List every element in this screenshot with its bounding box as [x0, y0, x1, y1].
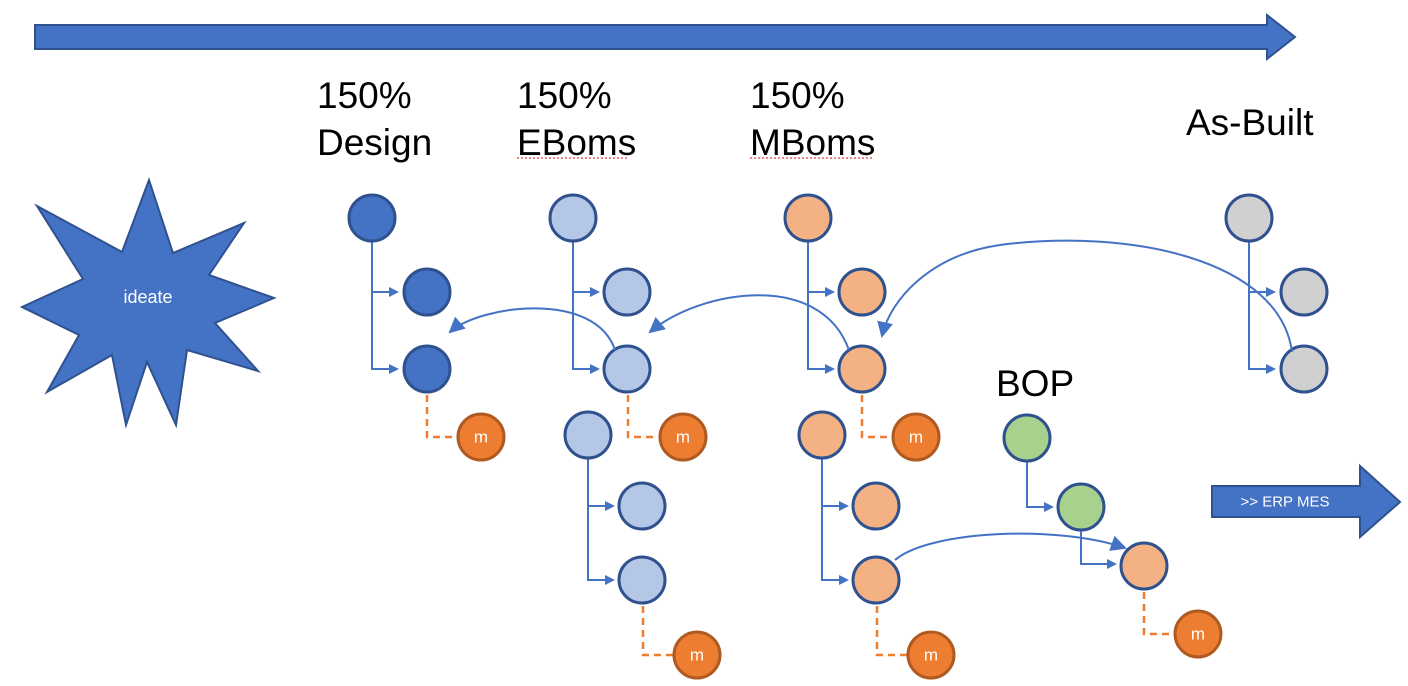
asbuilt-tree: [1224, 193, 1329, 394]
trace-arrow-ebom-to-design: [448, 307, 616, 351]
erp-mes-arrow: [1211, 463, 1402, 540]
eboms-title-line2: EBoms: [517, 122, 636, 163]
bop-title: BOP: [996, 363, 1074, 404]
material-label: m: [924, 646, 938, 665]
material-node: [891, 412, 941, 462]
mbom-root-node: [783, 193, 833, 243]
timeline-arrow: [34, 12, 1297, 62]
asbuilt-title: As-Built: [1186, 102, 1314, 143]
bop-child-node: [1056, 482, 1106, 532]
material-node: [658, 412, 708, 462]
ideate-label: ideate: [123, 287, 172, 307]
ideate-starburst: [19, 176, 277, 429]
bop-root-node: [1002, 413, 1052, 463]
design-title-line1: 150%: [317, 75, 412, 116]
mboms-title-line2: MBoms: [750, 122, 875, 163]
trace-arrow-mbom-to-bop: [894, 532, 1127, 561]
ebom-child-node: [617, 555, 667, 605]
ebom-root-node: [548, 193, 598, 243]
mbom-root-node: [797, 410, 847, 460]
design-tree: m: [347, 193, 506, 462]
material-label: m: [690, 646, 704, 665]
asbuilt-child-node: [1279, 344, 1329, 394]
trace-arrow-asbuilt-to-mbom: [877, 239, 1293, 353]
ebom-child-node: [617, 481, 667, 531]
ebom-root-node: [563, 410, 613, 460]
design-root-node: [347, 193, 397, 243]
design-child-node: [402, 267, 452, 317]
mbom-child-node: [851, 481, 901, 531]
eboms-title-line1: 150%: [517, 75, 612, 116]
ebom-child-node: [602, 267, 652, 317]
mboms-title-line1: 150%: [750, 75, 845, 116]
trace-arrow-mbom-to-ebom: [648, 294, 850, 351]
bop-tree: m: [1002, 413, 1223, 659]
asbuilt-root-node: [1224, 193, 1274, 243]
mbom-child-node: [837, 267, 887, 317]
ebom-tree: m m: [548, 193, 722, 680]
material-node: [906, 630, 956, 680]
material-node: [456, 412, 506, 462]
mbom-tree: m m: [783, 193, 956, 680]
material-node: [1173, 609, 1223, 659]
mbom-child-node: [837, 344, 887, 394]
design-title-line2: Design: [317, 122, 432, 163]
material-node: [672, 630, 722, 680]
material-label: m: [909, 428, 923, 447]
mbom-child-node: [851, 555, 901, 605]
material-label: m: [474, 428, 488, 447]
bop-operation-node: [1119, 541, 1169, 591]
asbuilt-child-node: [1279, 267, 1329, 317]
design-child-node: [402, 344, 452, 394]
material-label: m: [1191, 625, 1205, 644]
material-label: m: [676, 428, 690, 447]
ebom-child-node: [602, 344, 652, 394]
erp-mes-label: >> ERP MES: [1241, 494, 1330, 511]
